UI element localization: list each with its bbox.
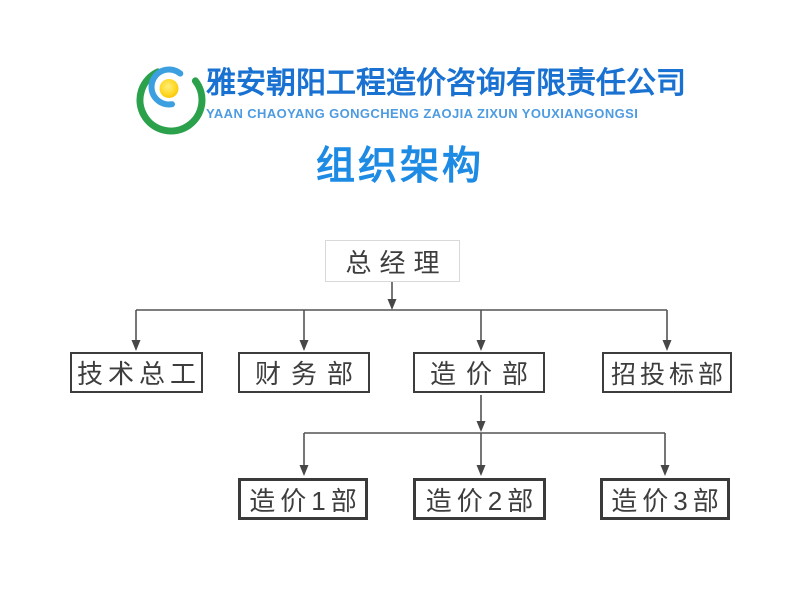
brand-text: 雅安朝阳工程造价咨询有限责任公司 YAAN CHAOYANG GONGCHENG…	[206, 64, 686, 122]
connector-arrowheads	[131, 299, 672, 476]
org-node-finance-dept: 财务部	[238, 352, 370, 393]
logo-sun-circle	[159, 79, 179, 98]
org-node-cost-dept-1: 造价1部	[238, 478, 368, 520]
org-node-label: 总经理	[345, 247, 448, 278]
company-name: 雅安朝阳工程造价咨询有限责任公司	[206, 67, 686, 100]
org-node-label: 技术总工	[76, 359, 201, 389]
connector-lines	[135, 282, 668, 466]
org-node-cost-dept-3: 造价3部	[600, 478, 730, 520]
org-node-general-manager: 总经理	[325, 240, 460, 282]
org-node-label: 招投标部	[610, 360, 727, 389]
logo-green-arc	[136, 68, 206, 135]
org-node-cost-dept-2: 造价2部	[413, 478, 546, 520]
logo-blue-arc	[148, 66, 184, 108]
org-node-label: 造价1部	[249, 485, 362, 516]
page-title: 组织架构	[315, 143, 484, 189]
org-node-cost-dept: 造价部	[413, 352, 545, 393]
org-node-label: 造价2部	[425, 485, 539, 516]
org-node-label: 造价部	[429, 359, 538, 389]
org-node-technical-chief: 技术总工	[70, 352, 203, 393]
company-name-pinyin: YAAN CHAOYANG GONGCHENG ZAOJIA ZIXUN YOU…	[206, 106, 639, 121]
org-node-label: 财务部	[254, 359, 363, 389]
org-node-label: 造价3部	[611, 485, 724, 516]
org-node-bidding-dept: 招投标部	[602, 352, 732, 393]
company-logo-swirl-icon	[136, 66, 206, 135]
